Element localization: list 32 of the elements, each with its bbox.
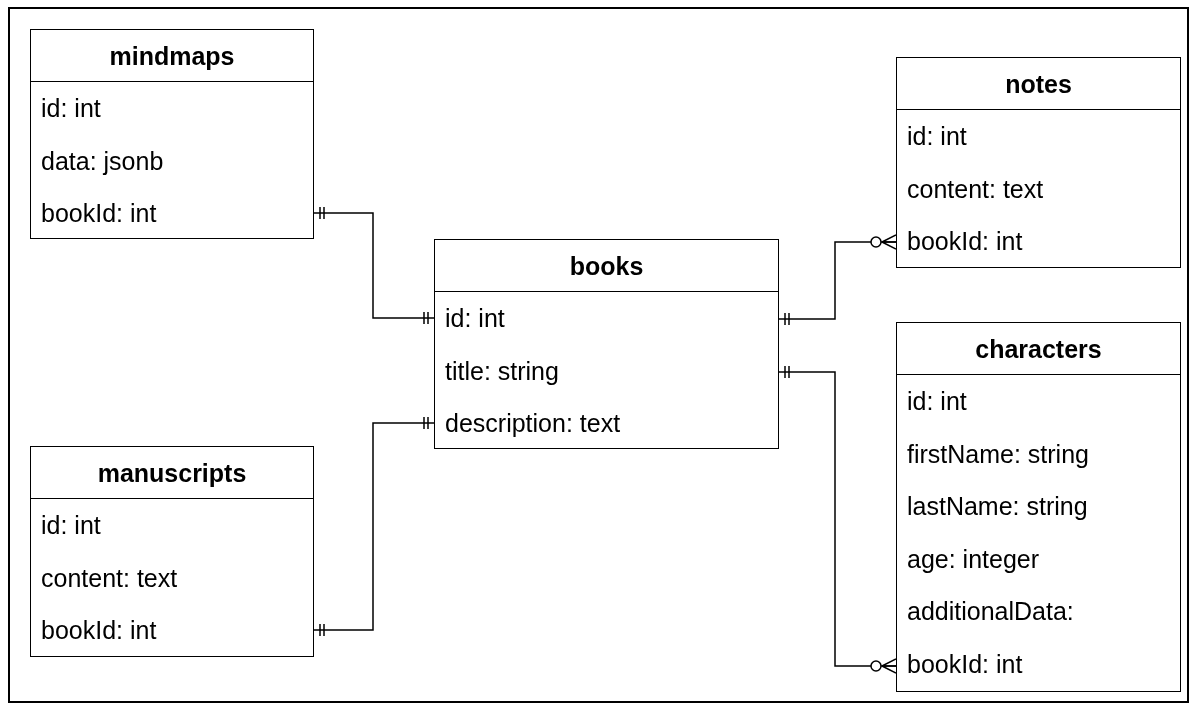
- table-box: [30, 446, 314, 657]
- table-box: [896, 322, 1181, 692]
- relationship-line: [313, 207, 435, 324]
- field-text: data: jsonb: [40, 145, 165, 177]
- table-title: books: [435, 240, 778, 292]
- field-text: id: int: [40, 510, 102, 541]
- table-title: characters: [897, 323, 1180, 375]
- table-box: [434, 239, 779, 449]
- table-title: mindmaps: [31, 30, 313, 82]
- field-text: title: string: [444, 355, 560, 387]
- field-text: id: int: [906, 386, 968, 417]
- table-title: manuscripts: [31, 447, 313, 499]
- relationship-line: [778, 366, 897, 674]
- table-title: notes: [897, 58, 1180, 110]
- field-text: id: int: [444, 303, 506, 334]
- field-text: age: integer: [906, 543, 1041, 575]
- field-text: bookId: int: [906, 226, 1024, 257]
- field-text: id: int: [40, 93, 102, 124]
- field-text: bookId: int: [40, 615, 158, 646]
- field-text: id: int: [906, 121, 968, 152]
- relationship-line: [313, 417, 435, 636]
- table-box: [30, 29, 314, 239]
- field-text: bookId: int: [906, 648, 1024, 680]
- field-text: content: text: [906, 173, 1045, 205]
- field-text: content: text: [40, 562, 179, 594]
- field-text: lastName: string: [906, 491, 1089, 522]
- field-text: description: text: [444, 408, 622, 439]
- table-box: [896, 57, 1181, 268]
- field-text: additionalData:: [906, 596, 1075, 627]
- field-text: firstName: string: [906, 438, 1090, 470]
- relationship-line: [778, 234, 897, 325]
- field-text: bookId: int: [40, 198, 158, 229]
